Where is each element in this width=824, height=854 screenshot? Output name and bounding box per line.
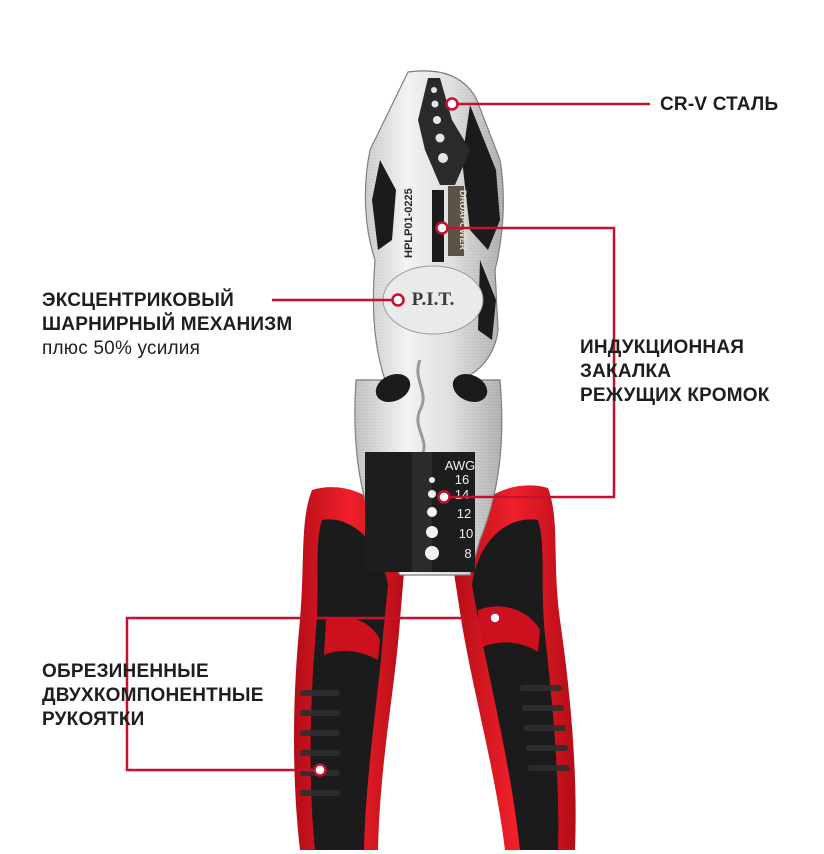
handles-leader xyxy=(125,616,495,772)
callout-lines xyxy=(125,102,650,772)
mechanism-dot xyxy=(391,293,405,307)
handles-dot-bottom xyxy=(313,763,327,777)
callout-handles-line2: ДВУХКОМПОНЕНТНЫЕ xyxy=(42,685,264,706)
callout-mechanism: ЭКСЦЕНТРИКОВЫЙ ШАРНИРНЫЙ МЕХАНИЗМ плюс 5… xyxy=(42,289,292,361)
callout-mechanism-line1: ЭКСЦЕНТРИКОВЫЙ xyxy=(42,290,234,311)
callout-handles-line3: РУКОЯТКИ xyxy=(42,709,145,730)
hardening-leader xyxy=(442,226,616,499)
pliers-head xyxy=(354,70,504,576)
left-handle xyxy=(294,487,405,850)
callout-hardening: ИНДУКЦИОННАЯ ЗАКАЛКА РЕЖУЩИХ КРОМОК xyxy=(580,336,770,408)
sub-brand-engraving: DRUAPOWER xyxy=(458,190,468,250)
hardening-dot-top xyxy=(435,221,449,235)
gauge-size-10: 10 xyxy=(459,526,473,541)
callout-steel-line1: CR-V СТАЛЬ xyxy=(660,94,779,115)
callout-dots xyxy=(313,97,502,777)
gauge-size-12: 12 xyxy=(457,506,471,521)
callout-handles-line1: ОБРЕЗИНЕННЫЕ xyxy=(42,661,209,682)
callout-handles: ОБРЕЗИНЕННЫЕ ДВУХКОМПОНЕНТНЫЕ РУКОЯТКИ xyxy=(42,660,264,732)
callout-mechanism-line2: ШАРНИРНЫЙ МЕХАНИЗМ xyxy=(42,314,293,335)
hardening-dot-bottom xyxy=(437,490,451,504)
gauge-size-8: 8 xyxy=(464,546,471,561)
gauge-size-16: 16 xyxy=(455,472,469,487)
model-engraving: HPLP01-0225 xyxy=(403,188,415,258)
callout-mechanism-line3: плюс 50% усилия xyxy=(42,338,201,359)
brand-engraving: P.I.T. xyxy=(412,289,455,310)
callout-steel: CR-V СТАЛЬ xyxy=(660,93,778,117)
gauge-title: AWG xyxy=(445,458,476,473)
sub-brand-plate xyxy=(448,186,464,256)
callout-hardening-line2: ЗАКАЛКА xyxy=(580,361,672,382)
steel-dot xyxy=(445,97,459,111)
callout-hardening-line3: РЕЖУЩИХ КРОМОК xyxy=(580,385,770,406)
callout-hardening-line1: ИНДУКЦИОННАЯ xyxy=(580,337,745,358)
gauge-size-14: 14 xyxy=(455,487,469,502)
handles-dot-top xyxy=(488,611,502,625)
